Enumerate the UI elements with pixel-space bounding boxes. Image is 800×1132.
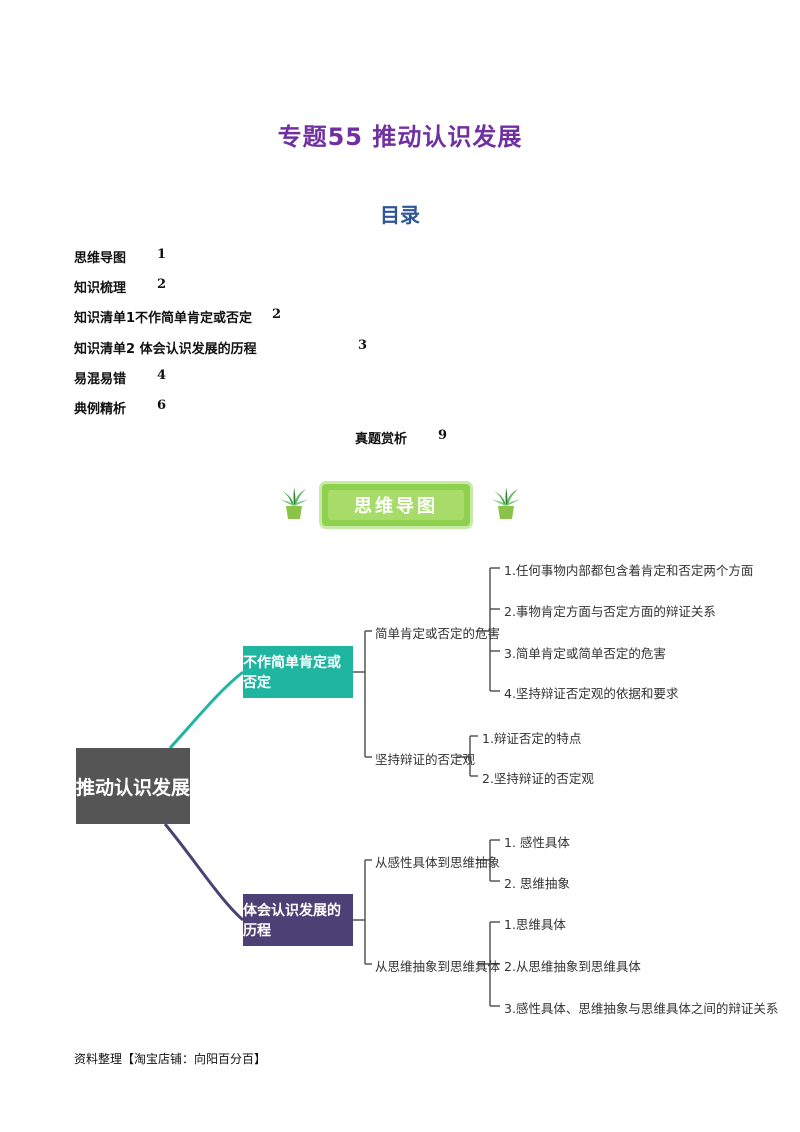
page-footer: 资料整理【淘宝店铺：向阳百分百】 xyxy=(74,1052,267,1066)
potted-plant-icon xyxy=(280,487,308,519)
mindmap-subtopic: 坚持辩证的否定观 xyxy=(375,752,476,767)
mindmap-subtopic: 从感性具体到思维抽象 xyxy=(375,855,501,870)
mindmap-leaf: 2. 思维抽象 xyxy=(504,876,570,891)
decor-dot xyxy=(338,481,343,486)
mindmap-leaf: 4.坚持辩证否定观的依据和要求 xyxy=(504,686,679,701)
toc-item-label[interactable]: 知识清单2 体会认识发展的历程 xyxy=(74,342,257,357)
mindmap-leaf: 1.辩证否定的特点 xyxy=(482,731,582,746)
toc-item-page: 3 xyxy=(358,338,368,353)
decor-dot xyxy=(368,481,373,486)
mindmap-leaf: 2.事物肯定方面与否定方面的辩证关系 xyxy=(504,604,716,619)
mindmap-leaf: 1.任何事物内部都包含着肯定和否定两个方面 xyxy=(504,563,754,578)
section-banner: 思维导图 xyxy=(322,484,470,526)
toc-item-label[interactable]: 典例精析 xyxy=(74,402,127,417)
toc-item-label[interactable]: 易混易错 xyxy=(74,372,127,387)
toc-item-page: 6 xyxy=(157,398,167,413)
toc-item-page: 2 xyxy=(272,307,282,322)
mindmap-branch-node: 体会认识发展的历程 xyxy=(243,894,353,946)
mindmap-leaf: 2.坚持辩证的否定观 xyxy=(482,771,594,786)
mindmap-leaf: 3.简单肯定或简单否定的危害 xyxy=(504,646,666,661)
toc-heading: 目录 xyxy=(380,203,420,227)
potted-plant-icon xyxy=(492,487,520,519)
mindmap-leaf: 1. 感性具体 xyxy=(504,835,570,850)
mindmap-leaf: 2.从思维抽象到思维具体 xyxy=(504,959,641,974)
document-title: 专题55 推动认识发展 xyxy=(277,123,523,151)
mindmap-root-node: 推动认识发展 xyxy=(76,748,190,824)
mindmap-leaf: 3.感性具体、思维抽象与思维具体之间的辩证关系 xyxy=(504,1001,779,1016)
mindmap-branch-node: 不作简单肯定或否定 xyxy=(243,646,353,698)
toc-item-page: 9 xyxy=(438,428,448,443)
toc-item-label[interactable]: 真题赏析 xyxy=(355,432,408,447)
mindmap-leaf: 1.思维具体 xyxy=(504,917,566,932)
toc-item-label[interactable]: 知识梳理 xyxy=(74,281,127,296)
toc-item-page: 4 xyxy=(157,368,167,383)
mindmap-subtopic: 简单肯定或否定的危害 xyxy=(375,626,501,641)
toc-item-page: 1 xyxy=(157,247,167,262)
toc-item-label[interactable]: 思维导图 xyxy=(74,251,127,266)
toc-item-label[interactable]: 知识清单1不作简单肯定或否定 xyxy=(74,311,253,326)
toc-item-page: 2 xyxy=(157,277,167,292)
mindmap-subtopic: 从思维抽象到思维具体 xyxy=(375,959,501,974)
section-banner-label: 思维导图 xyxy=(328,490,464,520)
decor-dot xyxy=(353,481,358,486)
